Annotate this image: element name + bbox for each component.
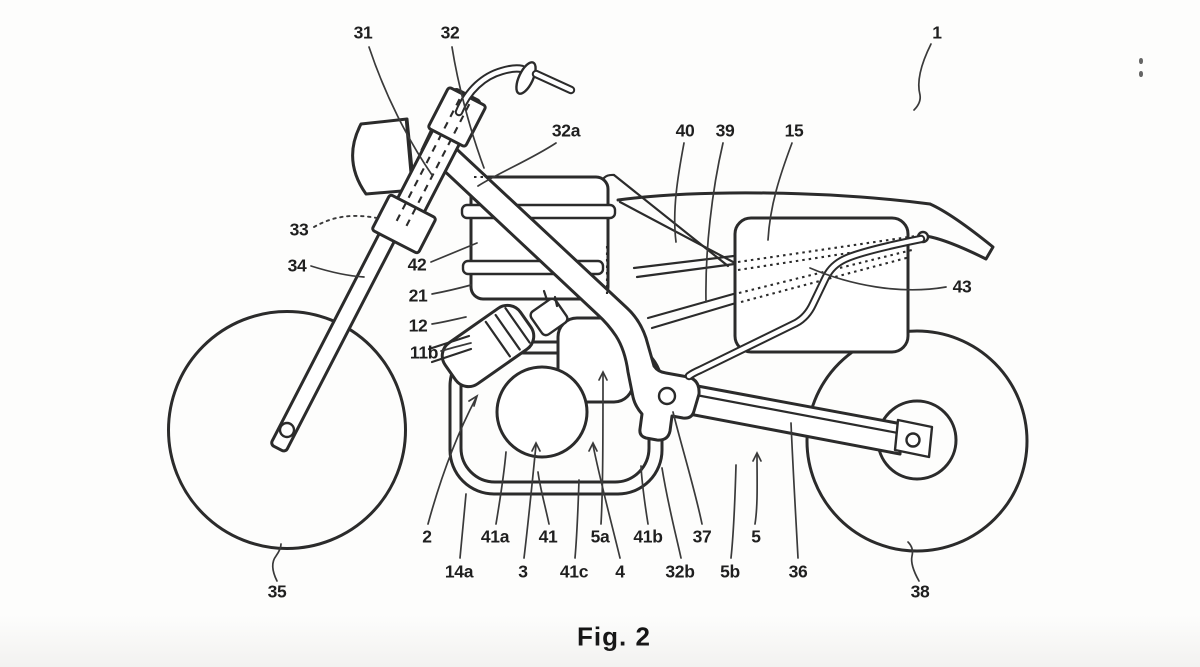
arrowhead xyxy=(588,441,598,452)
ref-label-35: 35 xyxy=(267,581,287,602)
ref-label-41a: 41a xyxy=(480,526,510,547)
engine xyxy=(427,289,664,496)
ref-label-32: 32 xyxy=(440,22,460,43)
arrowhead xyxy=(598,370,608,381)
cylinder-head xyxy=(440,303,536,389)
rear-axle xyxy=(905,432,921,448)
ref-label-15: 15 xyxy=(784,120,804,141)
fork-slider xyxy=(270,211,406,453)
ref-label-39: 39 xyxy=(715,120,735,141)
swingarm xyxy=(666,380,934,459)
ref-label-5a: 5a xyxy=(590,526,610,547)
ref-label-3: 3 xyxy=(518,561,528,582)
arrowhead xyxy=(468,394,479,407)
rear-fender xyxy=(916,202,995,261)
ref-label-40: 40 xyxy=(675,120,695,141)
exhaust-stub xyxy=(427,334,473,364)
arrowhead xyxy=(752,451,762,462)
ref-label-33: 33 xyxy=(289,219,309,240)
swingarm-pivot xyxy=(657,386,677,406)
ref-label-11b: 11b xyxy=(409,342,439,363)
frame-main-tube xyxy=(420,125,701,442)
ref-label-4: 4 xyxy=(615,561,625,582)
front-axle xyxy=(278,421,296,439)
ref-label-21: 21 xyxy=(408,285,428,306)
handlebar xyxy=(454,61,576,117)
ref-label-37: 37 xyxy=(692,526,712,547)
front-fork xyxy=(270,86,487,453)
ref-label-42: 42 xyxy=(407,254,427,275)
ref-label-5b: 5b xyxy=(720,561,740,582)
ref-label-31: 31 xyxy=(353,22,373,43)
ref-label-1: 1 xyxy=(932,22,942,43)
ref-label-14a: 14a xyxy=(444,561,474,582)
ref-label-36: 36 xyxy=(788,561,808,582)
ref-label-41: 41 xyxy=(538,526,558,547)
grab-rail xyxy=(684,234,926,381)
ref-label-2: 2 xyxy=(422,526,432,547)
hidden-tank-edges xyxy=(474,175,609,294)
arrowhead xyxy=(531,441,541,452)
intake-connector xyxy=(542,289,559,308)
ref-label-38: 38 xyxy=(910,581,930,602)
front-wheel xyxy=(167,310,407,550)
carburetor xyxy=(529,297,569,337)
subframe-rails xyxy=(632,253,748,330)
ref-label-32b: 32b xyxy=(665,561,695,582)
ref-label-41b: 41b xyxy=(633,526,663,547)
seat xyxy=(599,173,932,268)
hidden-line-fan xyxy=(737,234,917,304)
grip-flange xyxy=(515,61,537,95)
stem-hidden-lines xyxy=(394,98,471,230)
scan-artifact-mark xyxy=(1139,58,1143,64)
ref-label-41c: 41c xyxy=(559,561,589,582)
crankcase xyxy=(495,365,589,459)
headlight xyxy=(351,117,416,196)
lower-triple-clamp xyxy=(371,193,437,255)
scan-artifact-mark xyxy=(1139,71,1143,77)
ref-label-34: 34 xyxy=(287,255,307,276)
leader-lines xyxy=(271,43,947,582)
ref-label-43: 43 xyxy=(952,276,972,297)
figure-caption: Fig. 2 xyxy=(577,621,651,652)
ref-label-32a: 32a xyxy=(551,120,581,141)
ref-label-5: 5 xyxy=(751,526,761,547)
ref-label-12: 12 xyxy=(408,315,428,336)
